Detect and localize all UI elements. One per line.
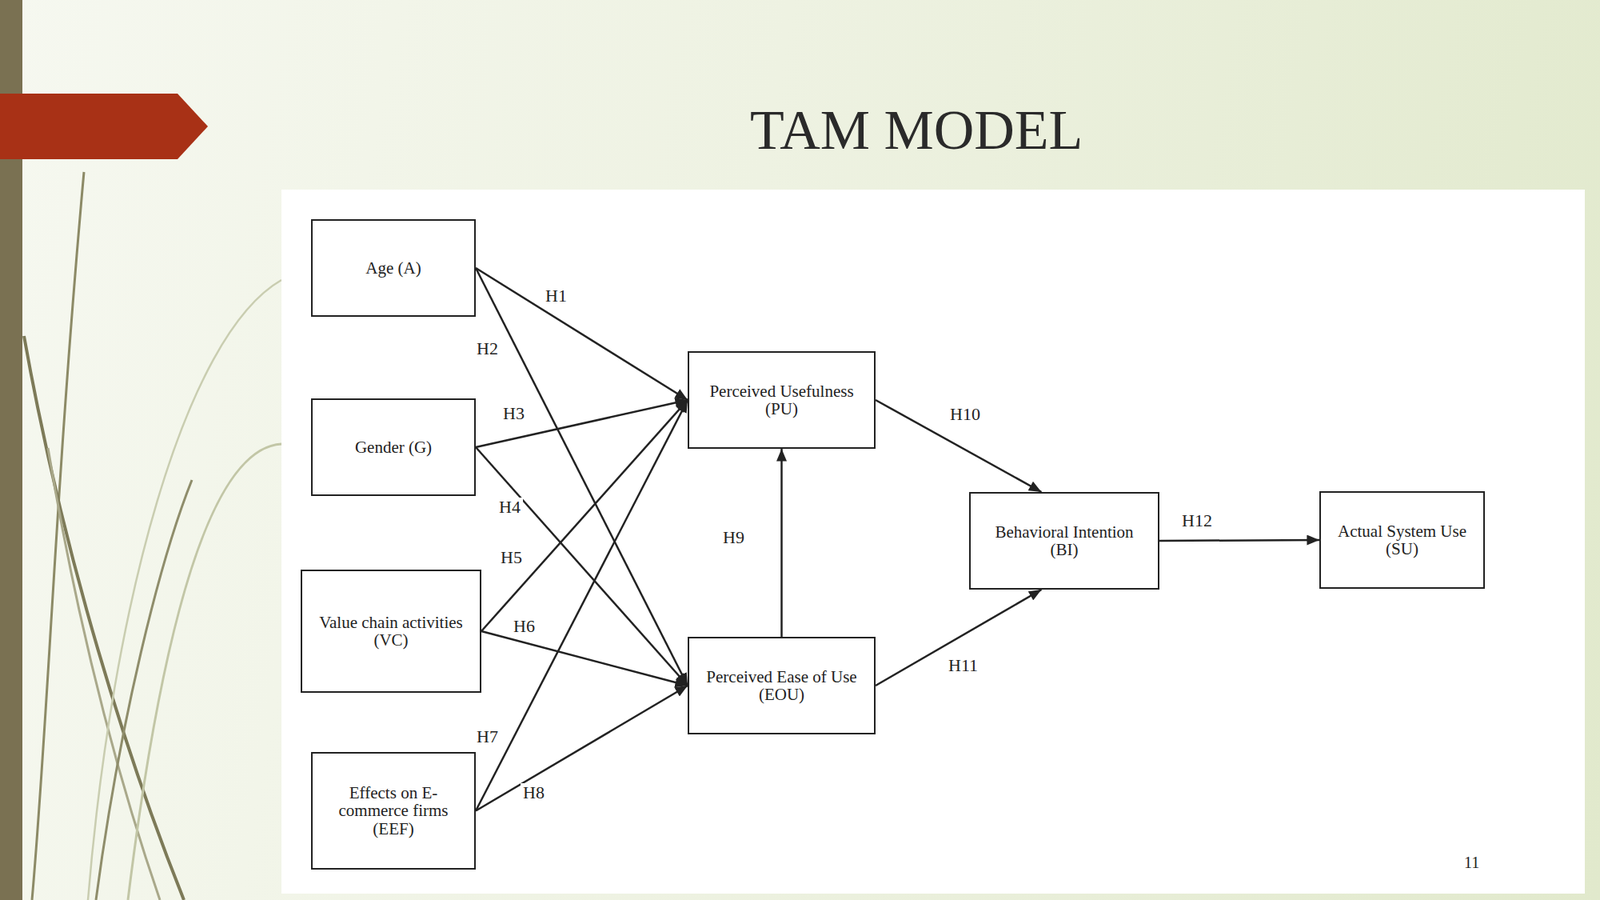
- hypothesis-label: H11: [945, 655, 981, 675]
- hypothesis-label: H10: [947, 404, 983, 424]
- grass-stroke: [47, 447, 160, 900]
- hypothesis-arrow: [475, 267, 688, 400]
- hypothesis-arrow: [475, 399, 688, 811]
- hypothesis-arrow: [875, 399, 1042, 492]
- construct-box: Age (A): [311, 219, 476, 317]
- hypothesis-label: H9: [720, 527, 747, 547]
- hypothesis-arrow: [1159, 539, 1320, 541]
- construct-label: Effects on E-commerce firms (EEF): [322, 783, 465, 837]
- hypothesis-arrow: [481, 399, 688, 631]
- construct-box: Gender (G): [311, 398, 476, 496]
- hypothesis-arrow: [475, 267, 688, 686]
- hypothesis-label: H6: [510, 616, 538, 636]
- construct-box: Perceived Usefulness (PU): [687, 351, 876, 449]
- construct-box: Behavioral Intention (BI): [969, 491, 1160, 590]
- construct-box: Perceived Ease of Use (EOU): [687, 636, 876, 735]
- hypothesis-label: H5: [498, 547, 525, 567]
- hypothesis-label: H4: [496, 497, 523, 517]
- hypothesis-label: H3: [500, 403, 527, 423]
- slide-title: TAM MODEL: [750, 102, 1083, 159]
- hypothesis-label: H12: [1179, 510, 1215, 531]
- hypothesis-arrow: [475, 399, 688, 447]
- construct-box: Actual System Use (SU): [1319, 490, 1485, 589]
- hypothesis-arrow: [780, 448, 783, 637]
- construct-label: Value chain activities (VC): [311, 613, 471, 649]
- construct-box: Value chain activities (VC): [300, 569, 482, 693]
- red-arrow-tab: [0, 93, 208, 160]
- grass-stroke: [95, 479, 192, 900]
- construct-label: Gender (G): [355, 438, 432, 456]
- construct-label: Age (A): [365, 259, 421, 277]
- hypothesis-label: H8: [520, 782, 547, 802]
- grass-stroke: [31, 171, 84, 900]
- hypothesis-arrow: [475, 446, 688, 686]
- grass-stroke: [87, 279, 282, 900]
- construct-label: Actual System Use (SU): [1330, 522, 1474, 558]
- construct-label: Perceived Usefulness (PU): [698, 382, 865, 418]
- hypothesis-label: H7: [474, 726, 501, 747]
- construct-box: Effects on E-commerce firms (EEF): [311, 751, 476, 870]
- grass-stroke: [23, 335, 184, 900]
- grass-stroke: [127, 443, 282, 900]
- hypothesis-arrow: [475, 685, 688, 811]
- page-number: 11: [1464, 853, 1480, 872]
- hypothesis-label: H1: [542, 286, 570, 306]
- hypothesis-arrow: [875, 589, 1042, 686]
- hypothesis-label: H2: [474, 339, 501, 359]
- hypothesis-arrow: [481, 630, 688, 686]
- construct-label: Behavioral Intention (BI): [980, 522, 1149, 559]
- construct-label: Perceived Ease of Use (EOU): [698, 667, 865, 703]
